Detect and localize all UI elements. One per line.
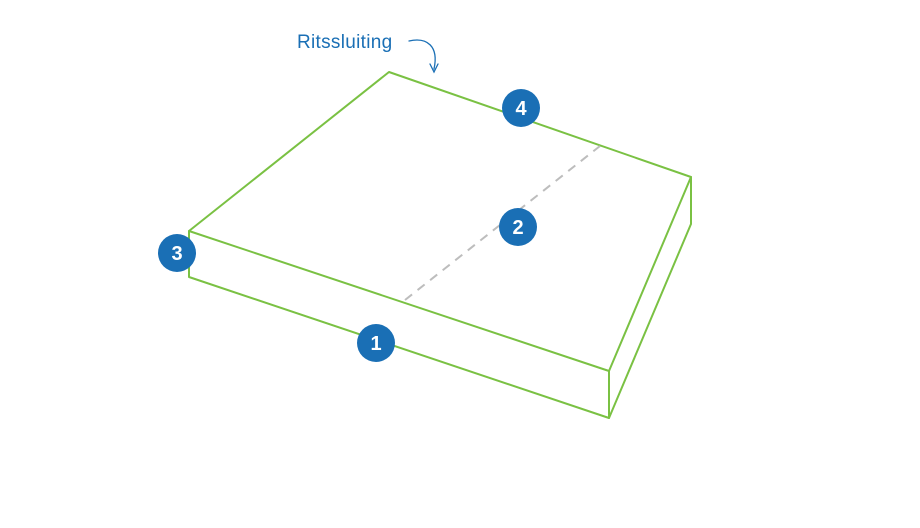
callout-arrow-icon bbox=[408, 39, 436, 70]
marker-4: 4 bbox=[502, 89, 540, 127]
zipper-label: Ritssluiting bbox=[297, 32, 392, 53]
marker-2-circle bbox=[499, 208, 537, 246]
zipper-callout: Ritssluiting bbox=[297, 32, 439, 74]
marker-4-label: 4 bbox=[515, 98, 527, 120]
marker-3: 3 bbox=[158, 234, 196, 272]
right-face bbox=[608, 176, 692, 419]
marker-2-label: 2 bbox=[512, 217, 523, 239]
arrowhead-icon bbox=[429, 63, 439, 74]
marker-1-label: 1 bbox=[370, 333, 381, 355]
marker-1-circle bbox=[357, 324, 395, 362]
front-face bbox=[188, 230, 610, 419]
marker-4-circle bbox=[502, 89, 540, 127]
mattress-box bbox=[188, 71, 692, 419]
marker-3-label: 3 bbox=[171, 243, 182, 265]
marker-2: 2 bbox=[499, 208, 537, 246]
marker-3-circle bbox=[158, 234, 196, 272]
top-face bbox=[188, 71, 692, 372]
marker-1: 1 bbox=[357, 324, 395, 362]
